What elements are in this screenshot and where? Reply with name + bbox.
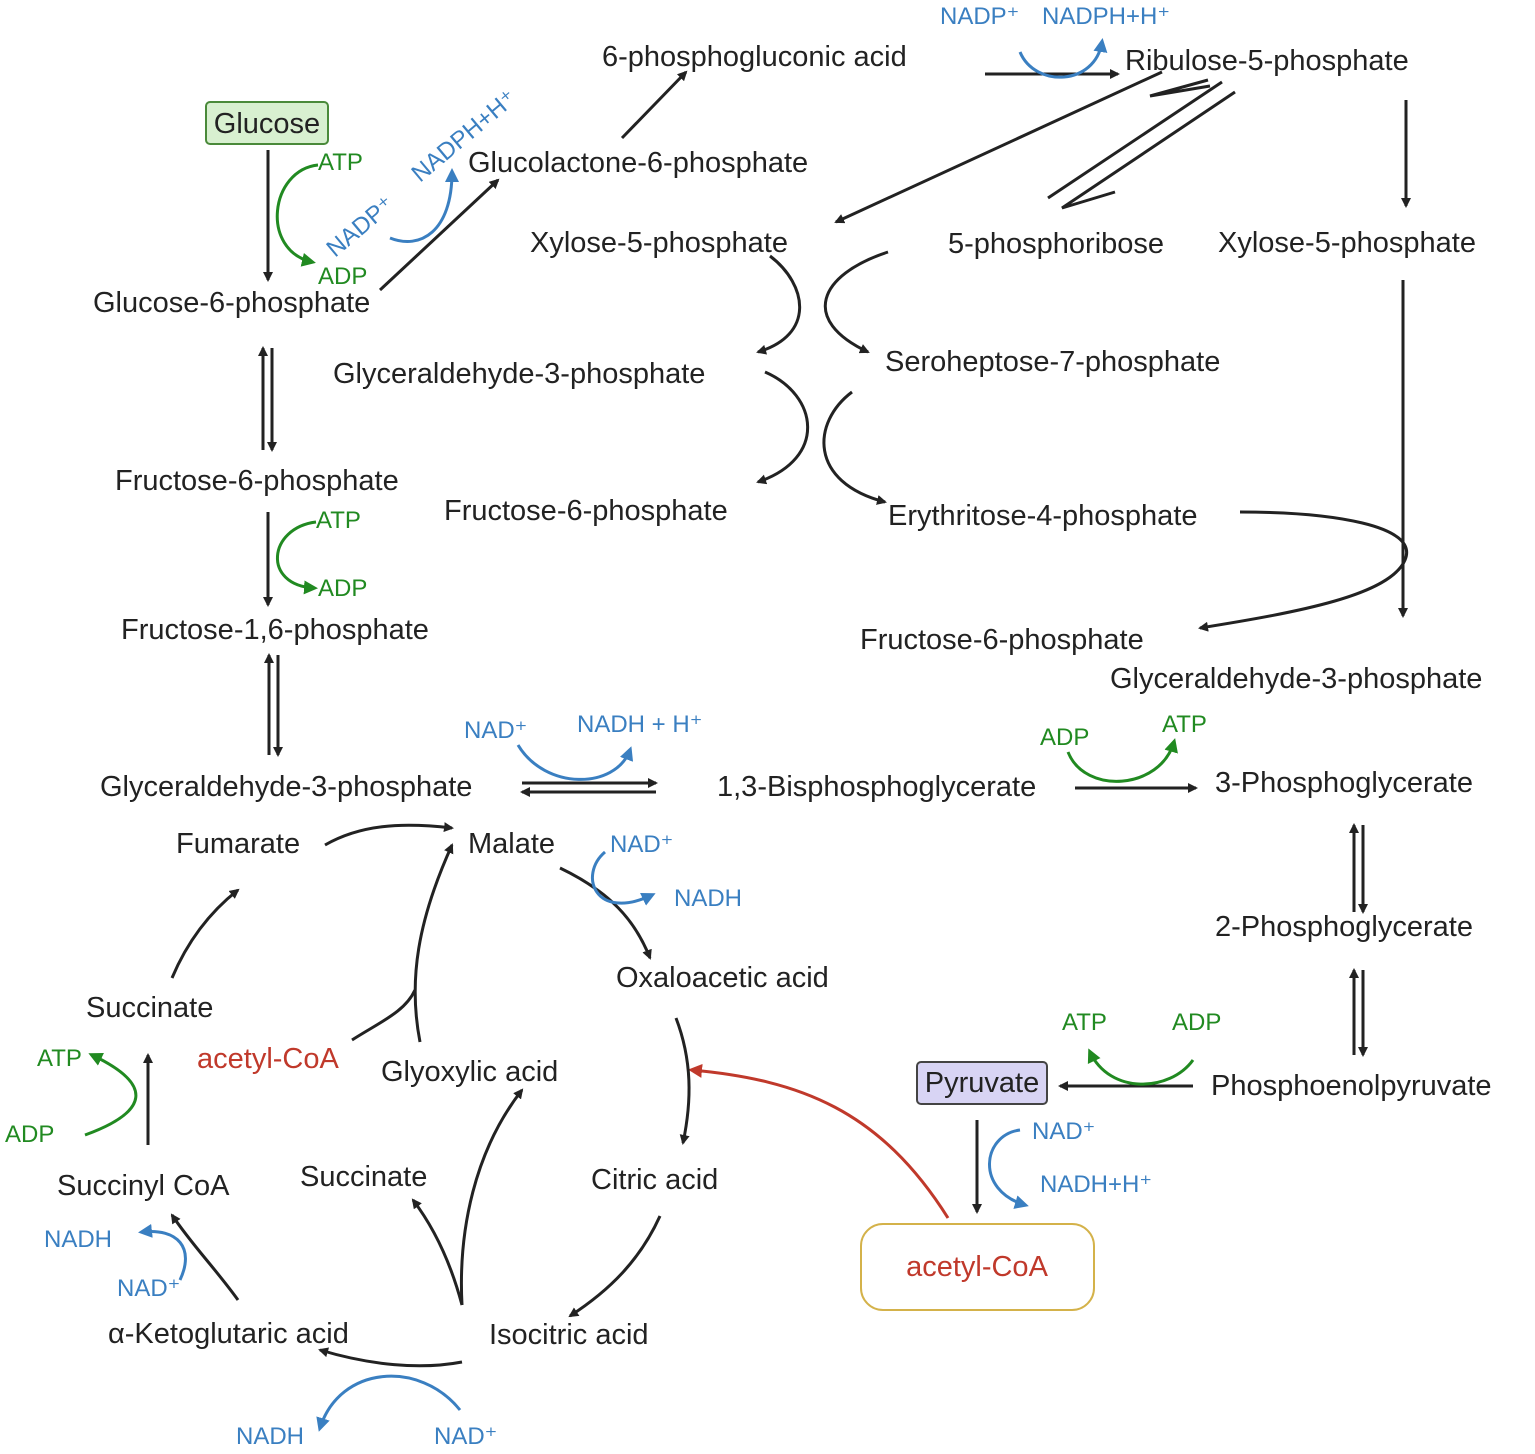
nad-pdh-label: NAD⁺ <box>1032 1118 1095 1145</box>
fructose-6-phosphate-label: Fructose-6-phosphate <box>115 465 399 497</box>
nad-akgdh-label: NAD⁺ <box>117 1275 180 1302</box>
adp-pgk-label: ADP <box>1040 724 1089 751</box>
nadh-mdh-label: NADH <box>674 885 742 912</box>
transketolase-curve-1 <box>756 254 802 355</box>
atp-scs-label: ATP <box>37 1045 82 1072</box>
arrow-glyoxylic-to-malate <box>413 843 454 1043</box>
malate-label: Malate <box>468 828 555 860</box>
phosphoenolpyruvate-label: Phosphoenolpyruvate <box>1211 1070 1492 1102</box>
nadh-akgdh-label: NADH <box>44 1226 112 1253</box>
nadp-g6pdh-label: NADP⁺ <box>322 191 400 263</box>
nad-mdh-label: NAD⁺ <box>610 831 673 858</box>
atp-pfk-label: ATP <box>316 507 361 534</box>
nad-idh-label: NAD⁺ <box>434 1423 497 1450</box>
alpha-ketoglutaric-acid-label: α-Ketoglutaric acid <box>108 1318 349 1350</box>
cofactor-curve-pfk <box>275 520 318 595</box>
adp-scs-label: ADP <box>5 1121 54 1148</box>
transketolase-curve-2 <box>824 250 889 354</box>
xylose-5-phosphate-left-label: Xylose-5-phosphate <box>530 227 788 259</box>
acetyl-coa-box-label: acetyl-CoA <box>906 1251 1048 1283</box>
arrow-isocitrate-to-glyoxylic <box>459 1088 524 1306</box>
arrow-oxaloacetate-to-citrate <box>674 1017 691 1145</box>
oxaloacetic-acid-label: Oxaloacetic acid <box>616 962 829 994</box>
cofactor-curve-idh <box>316 1374 462 1432</box>
isomerase-ribulose-phosphoribose <box>1047 80 1236 210</box>
transaldolase-curve-2 <box>822 390 887 505</box>
arrow-fumarate-to-malate <box>324 822 454 847</box>
arrow-malate-to-oxaloacetate <box>559 866 652 960</box>
nadh-gapdh-label: NADH + H⁺ <box>577 711 702 738</box>
glucose-label: Glucose <box>214 108 320 140</box>
transketolase-curve-3 <box>1198 510 1409 632</box>
pyruvate-box <box>916 1061 1048 1105</box>
nadh-idh-label: NADH <box>236 1423 304 1450</box>
arrow-akg-to-succinyl-coa <box>170 1213 240 1301</box>
nadph-6pgdh-label: NADPH+H⁺ <box>1042 3 1170 30</box>
phosphogluconic-acid-label: 6-phosphogluconic acid <box>602 41 907 73</box>
glucolactone-6-phosphate-label: Glucolactone-6-phosphate <box>468 147 808 179</box>
fructose-1-6-phosphate-label: Fructose-1,6-phosphate <box>121 614 429 646</box>
cofactor-curve-gapdh <box>516 744 634 781</box>
ribulose-half-arrow <box>1149 78 1211 98</box>
atp-pk-label: ATP <box>1062 1009 1107 1036</box>
arrow-glucolactone-to-phosphogluconic <box>620 70 688 140</box>
glyceraldehyde-3-phosphate-ppp-label: Glyceraldehyde-3-phosphate <box>333 358 705 390</box>
nad-gapdh-label: NAD⁺ <box>464 717 527 744</box>
phosphoribose-label: 5-phosphoribose <box>948 228 1164 260</box>
cofactor-curve-akgdh <box>138 1223 187 1281</box>
acetyl-coa-box <box>860 1223 1095 1311</box>
xylose-5-phosphate-right-label: Xylose-5-phosphate <box>1218 227 1476 259</box>
phosphoglycerate-2-label: 2-Phosphoglycerate <box>1215 911 1473 943</box>
fumarate-label: Fumarate <box>176 828 300 860</box>
adp-pk-label: ADP <box>1172 1009 1221 1036</box>
phosphoglycerate-3-label: 3-Phosphoglycerate <box>1215 767 1473 799</box>
succinyl-coa-label: Succinyl CoA <box>57 1170 230 1202</box>
cofactor-curve-scs <box>84 1052 138 1137</box>
citric-acid-label: Citric acid <box>591 1164 718 1196</box>
seroheptose-7-phosphate-label: Seroheptose-7-phosphate <box>885 346 1220 378</box>
adp-pfk-label: ADP <box>318 575 367 602</box>
arrow-succinate-to-fumarate <box>170 888 240 979</box>
arrow-citrate-to-isocitrate <box>568 1215 662 1318</box>
fructose-6-phosphate-ppp-label: Fructose-6-phosphate <box>444 495 728 527</box>
arrow-acetyl-coa-to-tca <box>688 1063 950 1219</box>
cofactor-curve-6pgdh <box>1018 38 1108 79</box>
pyruvate-label: Pyruvate <box>925 1067 1039 1099</box>
acetyl-coa-glyoxylate-label: acetyl-CoA <box>197 1043 339 1075</box>
cofactor-curve-pk <box>1087 1048 1195 1086</box>
cofactor-curve-mdh <box>590 850 656 906</box>
nadp-6pgdh-label: NADP⁺ <box>940 3 1019 30</box>
glyceraldehyde-3-phosphate-label: Glyceraldehyde-3-phosphate <box>100 771 472 803</box>
arrow-g6p-to-glucolactone <box>378 178 500 292</box>
cofactor-curve-pgk <box>1066 738 1178 783</box>
arrow-ribulose-to-xylose-left <box>834 70 1163 224</box>
succinate-glyoxylate-label: Succinate <box>300 1161 427 1193</box>
fructose-6-phosphate-right-label: Fructose-6-phosphate <box>860 624 1144 656</box>
cofactor-curve-hexokinase <box>275 163 319 267</box>
arrow-isocitrate-to-akg <box>318 1347 463 1368</box>
succinate-label: Succinate <box>86 992 213 1024</box>
arrow-isocitrate-to-succinate <box>411 1198 464 1306</box>
transaldolase-curve-1 <box>756 370 810 485</box>
erythritose-4-phosphate-label: Erythritose-4-phosphate <box>888 500 1198 532</box>
glucose-6-phosphate-label: Glucose-6-phosphate <box>93 287 370 319</box>
isocitric-acid-label: Isocitric acid <box>489 1319 649 1351</box>
arrow-acetyl-coa-join <box>351 989 417 1042</box>
adp-hexokinase-label: ADP <box>318 263 367 290</box>
glyceraldehyde-3-phosphate-right-label: Glyceraldehyde-3-phosphate <box>1110 663 1482 695</box>
ribulose-5-phosphate-label: Ribulose-5-phosphate <box>1125 45 1409 77</box>
atp-hexokinase-label: ATP <box>318 149 363 176</box>
atp-pgk-label: ATP <box>1162 711 1207 738</box>
bisphosphoglycerate-label: 1,3-Bisphosphoglycerate <box>717 771 1036 803</box>
glucose-box <box>205 101 329 145</box>
cofactor-curve-g6pdh <box>389 168 459 243</box>
cofactor-curve-pdh <box>988 1128 1029 1209</box>
nadh-pdh-label: NADH+H⁺ <box>1040 1171 1152 1198</box>
glyoxylic-acid-label: Glyoxylic acid <box>381 1056 558 1088</box>
